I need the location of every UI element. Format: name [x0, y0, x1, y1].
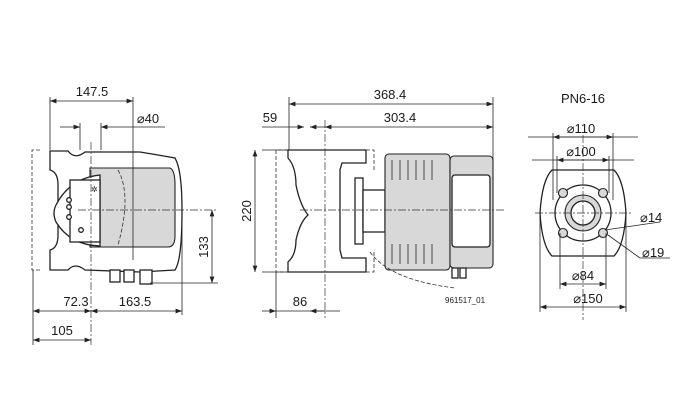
dim-d14: ⌀14: [640, 210, 662, 225]
dim-105: 105: [51, 323, 73, 338]
bolt-hole: [597, 187, 609, 199]
bolt-hole: [557, 227, 569, 239]
bolt-hole: [557, 187, 569, 199]
dim-d19: ⌀19: [642, 245, 664, 260]
dim-d40: ⌀40: [137, 111, 159, 126]
dim-163-5: 163.5: [119, 294, 152, 309]
dim-d84: ⌀84: [572, 268, 594, 283]
dim-220: 220: [239, 200, 254, 222]
button: [78, 227, 84, 233]
adapter-plate: [354, 177, 364, 245]
pressure-rating: PN6-16: [561, 91, 605, 106]
side-view: 368.4 59 303.4 220 86 961517_01: [239, 87, 505, 318]
led-2: [66, 204, 72, 210]
control-box: [89, 167, 176, 248]
led-1: [66, 197, 72, 203]
dim-147-5: 147.5: [76, 84, 109, 99]
flange-view: PN6-16 ⌀110 ⌀100 ⌀14 ⌀19 ⌀84 ⌀150: [528, 91, 670, 320]
dim-86: 86: [293, 294, 307, 309]
display: [69, 179, 101, 243]
fan-icon: ✲: [91, 185, 98, 194]
dim-d100: ⌀100: [566, 144, 596, 159]
dim-303-4: 303.4: [384, 110, 417, 125]
shaft-housing: [362, 189, 386, 233]
led-3: [66, 214, 72, 220]
dim-d110: ⌀110: [567, 121, 596, 136]
cooling-fins: [391, 160, 433, 264]
front-view: ✲ 147.5 ⌀40 133 72.3 163.5 105: [31, 84, 218, 345]
drawing-number: 961517_01: [445, 296, 486, 305]
dim-59: 59: [263, 110, 277, 125]
pump-casing-side: [287, 149, 367, 273]
dim-72-3: 72.3: [63, 294, 88, 309]
bolt-hole: [597, 227, 609, 239]
dim-368-4: 368.4: [374, 87, 407, 102]
dim-133: 133: [196, 236, 211, 258]
cable-glands: [109, 269, 153, 285]
motor-body: [384, 153, 451, 271]
dim-d150: ⌀150: [573, 291, 603, 306]
